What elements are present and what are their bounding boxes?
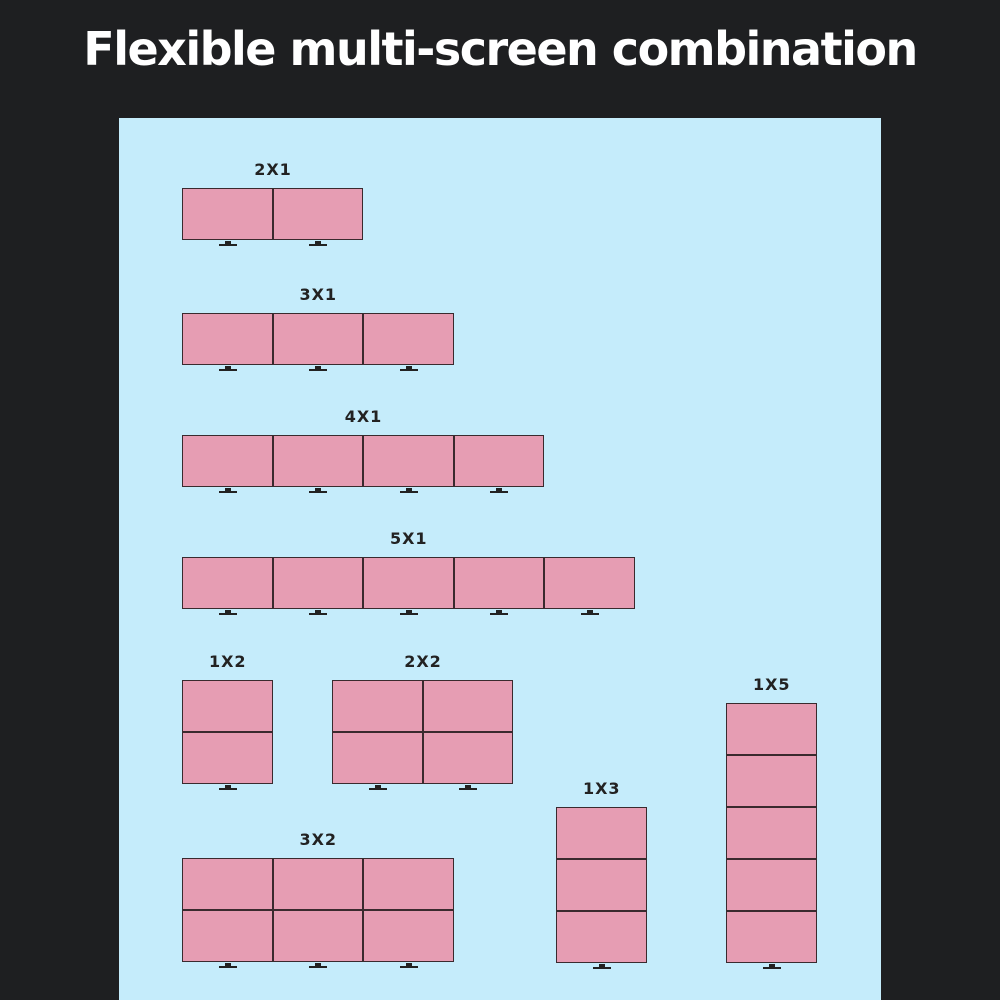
screen-panel — [727, 808, 816, 858]
layout-label: 5X1 — [389, 529, 428, 548]
screen-panel — [273, 189, 362, 239]
screen-panel — [183, 911, 272, 961]
monitor-stand-icon — [309, 488, 328, 493]
layout-1x5: 1X5 — [726, 675, 818, 969]
monitor-stand-icon — [309, 366, 328, 371]
screen-panel — [454, 436, 543, 486]
screen-panel — [364, 436, 453, 486]
monitor-stand-icon — [218, 785, 237, 790]
screen-panel — [273, 314, 362, 364]
layout-label: 3X1 — [299, 285, 338, 304]
layout-2x1: 2X1 — [182, 160, 364, 246]
screen-grid — [332, 680, 513, 784]
layout-1x3: 1X3 — [556, 779, 648, 969]
monitor-stand-icon — [580, 610, 599, 615]
layout-label: 2X2 — [404, 652, 442, 671]
layout-label: 3X2 — [299, 830, 338, 849]
screen-panel — [333, 681, 422, 731]
monitor-stand-icon — [490, 610, 509, 615]
screen-panel — [273, 558, 362, 608]
layout-4x1: 4X1 — [182, 407, 545, 493]
screen-grid — [182, 188, 363, 240]
screen-panel — [183, 733, 272, 783]
monitor-stand-icon — [399, 963, 418, 968]
layout-label: 2X1 — [254, 160, 292, 179]
screen-grid — [556, 807, 647, 963]
screen-panel — [364, 314, 453, 364]
screen-panel — [364, 558, 453, 608]
monitor-stand-icon — [218, 366, 237, 371]
monitor-stand-icon — [399, 610, 418, 615]
monitor-stand-icon — [399, 488, 418, 493]
layout-1x2: 1X2 — [182, 652, 274, 790]
screen-panel — [183, 314, 272, 364]
layout-label: 1X3 — [582, 779, 621, 798]
monitor-stand-icon — [490, 488, 509, 493]
screen-grid — [726, 703, 817, 963]
screen-panel — [423, 733, 512, 783]
screen-panel — [183, 558, 272, 608]
screen-panel — [273, 859, 362, 909]
screen-panel — [727, 756, 816, 806]
screen-panel — [557, 808, 646, 858]
screen-panel — [364, 859, 453, 909]
monitor-stand-icon — [309, 610, 328, 615]
layout-3x2: 3X2 — [182, 830, 455, 968]
layout-label: 1X2 — [208, 652, 247, 671]
screen-panel — [183, 859, 272, 909]
page-title: Flexible multi-screen combination — [83, 22, 918, 76]
screen-panel — [423, 681, 512, 731]
monitor-stand-icon — [399, 366, 418, 371]
layout-label: 1X5 — [752, 675, 791, 694]
screen-panel — [727, 704, 816, 754]
screen-panel — [273, 436, 362, 486]
screen-panel — [545, 558, 634, 608]
monitor-stand-icon — [218, 963, 237, 968]
screen-panel — [273, 911, 362, 961]
screen-grid — [182, 680, 273, 784]
screen-panel — [333, 733, 422, 783]
layout-2x2: 2X2 — [332, 652, 514, 790]
screen-panel — [557, 860, 646, 910]
layout-label: 4X1 — [344, 407, 383, 426]
screen-grid — [182, 858, 454, 962]
monitor-stand-icon — [459, 785, 478, 790]
monitor-stand-icon — [218, 241, 237, 246]
screen-grid — [182, 435, 544, 487]
monitor-stand-icon — [218, 488, 237, 493]
monitor-stand-icon — [218, 610, 237, 615]
monitor-stand-icon — [762, 964, 781, 969]
screen-grid — [182, 557, 635, 609]
screen-panel — [183, 189, 272, 239]
layouts-panel: 2X1 3X1 4X1 5X1 1X2 2X2 1X5 1X3 3X2 — [119, 118, 881, 1000]
screen-panel — [727, 860, 816, 910]
monitor-stand-icon — [309, 963, 328, 968]
screen-panel — [364, 911, 453, 961]
monitor-stand-icon — [592, 964, 611, 969]
screen-grid — [182, 313, 454, 365]
layout-3x1: 3X1 — [182, 285, 455, 371]
screen-panel — [557, 912, 646, 962]
screen-panel — [183, 681, 272, 731]
screen-panel — [183, 436, 272, 486]
monitor-stand-icon — [309, 241, 328, 246]
screen-panel — [727, 912, 816, 962]
monitor-stand-icon — [368, 785, 387, 790]
screen-panel — [454, 558, 543, 608]
layout-5x1: 5X1 — [182, 529, 636, 615]
